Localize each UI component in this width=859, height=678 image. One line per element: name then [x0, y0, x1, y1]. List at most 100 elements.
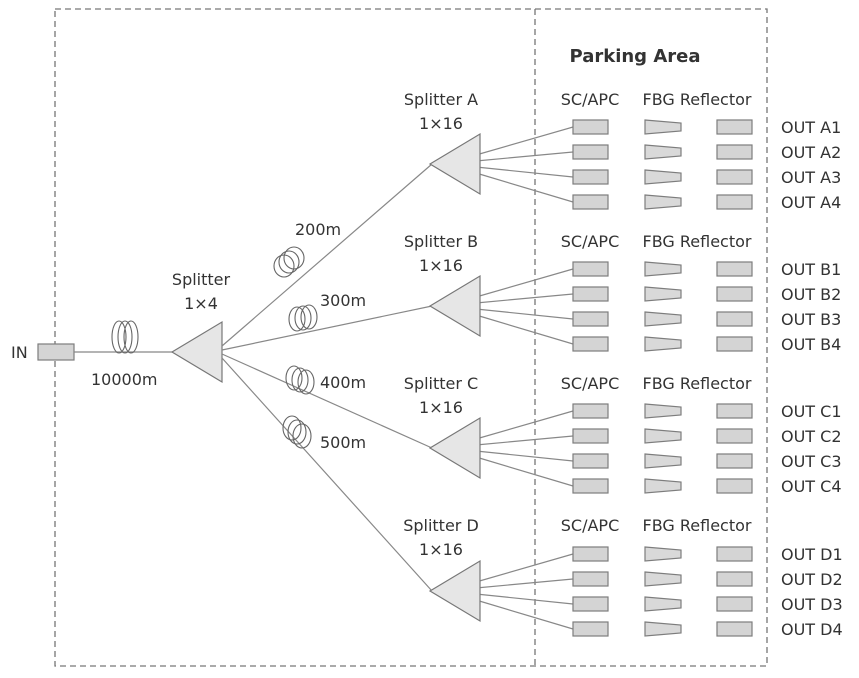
output-fiber-d1 — [475, 553, 574, 583]
branch-distance-c: 400m — [320, 373, 366, 392]
output-fiber-d2 — [475, 578, 574, 589]
splitter-triangle-d — [428, 559, 481, 623]
sc-apc-connector-a3[interactable] — [572, 169, 609, 185]
output-label-b1: OUT B1 — [781, 260, 841, 279]
splitter-triangle-a — [428, 132, 481, 196]
output-label-c4: OUT C4 — [781, 477, 842, 496]
sc-apc-connector-d1[interactable] — [572, 546, 609, 562]
branch-fiber-b — [221, 305, 433, 351]
sc-apc-connector-c2[interactable] — [572, 428, 609, 444]
fbg-taper-d4 — [644, 621, 682, 637]
main-splitter-ratio: 1×4 — [184, 294, 218, 313]
output-label-b2: OUT B2 — [781, 285, 841, 304]
output-fiber-b1 — [475, 268, 574, 298]
fbg-taper-b4 — [644, 336, 682, 352]
sc-apc-connector-a2[interactable] — [572, 144, 609, 160]
diagram-border — [54, 8, 768, 667]
fbg-reflector-a3[interactable] — [716, 169, 753, 185]
branch-distance-a: 200m — [295, 220, 341, 239]
main-splitter-name: Splitter — [172, 270, 231, 289]
output-label-a2: OUT A2 — [781, 143, 841, 162]
sc-apc-connector-a4[interactable] — [572, 194, 609, 210]
output-label-a3: OUT A3 — [781, 168, 841, 187]
fbg-reflector-b2[interactable] — [716, 286, 753, 302]
fbg-reflector-d3[interactable] — [716, 596, 753, 612]
output-fiber-d4 — [475, 599, 574, 630]
sc-apc-connector-d2[interactable] — [572, 571, 609, 587]
sc-apc-connector-c3[interactable] — [572, 453, 609, 469]
fbg-taper-a2 — [644, 144, 682, 160]
output-label-c2: OUT C2 — [781, 427, 842, 446]
output-fiber-c3 — [475, 450, 574, 462]
fbg-taper-a3 — [644, 169, 682, 185]
branch-coil-icon-a — [273, 246, 305, 278]
output-fiber-b2 — [475, 293, 574, 304]
fbg-reflector-a4[interactable] — [716, 194, 753, 210]
fbg-reflector-c4[interactable] — [716, 478, 753, 494]
fbg-taper-c1 — [644, 403, 682, 419]
output-label-d3: OUT D3 — [781, 595, 843, 614]
fbg-reflector-b1[interactable] — [716, 261, 753, 277]
fbg-reflector-d1[interactable] — [716, 546, 753, 562]
input-connector[interactable] — [37, 343, 75, 361]
output-label-d4: OUT D4 — [781, 620, 843, 639]
fbg-reflector-header-d: FBG Reflector — [643, 516, 752, 535]
fbg-taper-c2 — [644, 428, 682, 444]
sc-apc-connector-a1[interactable] — [572, 119, 609, 135]
fbg-taper-b2 — [644, 286, 682, 302]
splitter-ratio-b: 1×16 — [419, 256, 463, 275]
sc-apc-connector-d3[interactable] — [572, 596, 609, 612]
sc-apc-connector-b3[interactable] — [572, 311, 609, 327]
splitter-triangle-c — [428, 416, 481, 480]
branch-coil-icon-b — [288, 304, 318, 332]
splitter-name-a: Splitter A — [404, 90, 478, 109]
sc-apc-connector-c1[interactable] — [572, 403, 609, 419]
output-label-c1: OUT C1 — [781, 402, 842, 421]
output-fiber-a2 — [475, 151, 574, 162]
output-fiber-c2 — [475, 435, 574, 446]
output-fiber-c4 — [475, 456, 574, 487]
fbg-taper-d1 — [644, 546, 682, 562]
fbg-reflector-a1[interactable] — [716, 119, 753, 135]
sc-apc-header-c: SC/APC — [561, 374, 619, 393]
output-label-a4: OUT A4 — [781, 193, 841, 212]
output-label-b3: OUT B3 — [781, 310, 841, 329]
fbg-taper-a4 — [644, 194, 682, 210]
sc-apc-connector-b1[interactable] — [572, 261, 609, 277]
fbg-taper-d2 — [644, 571, 682, 587]
splitter-ratio-a: 1×16 — [419, 114, 463, 133]
splitter-ratio-c: 1×16 — [419, 398, 463, 417]
fbg-taper-b3 — [644, 311, 682, 327]
feeder-coil-icon — [111, 320, 139, 354]
fbg-reflector-d2[interactable] — [716, 571, 753, 587]
fbg-reflector-b3[interactable] — [716, 311, 753, 327]
fbg-taper-c3 — [644, 453, 682, 469]
splitter-ratio-d: 1×16 — [419, 540, 463, 559]
fbg-reflector-a2[interactable] — [716, 144, 753, 160]
sc-apc-header-a: SC/APC — [561, 90, 619, 109]
branch-fiber-d — [221, 357, 433, 592]
fbg-taper-d3 — [644, 596, 682, 612]
branch-fiber-a — [221, 163, 433, 347]
input-label: IN — [11, 343, 28, 362]
sc-apc-connector-b2[interactable] — [572, 286, 609, 302]
splitter-name-c: Splitter C — [404, 374, 478, 393]
sc-apc-connector-d4[interactable] — [572, 621, 609, 637]
fbg-reflector-c1[interactable] — [716, 403, 753, 419]
fbg-reflector-d4[interactable] — [716, 621, 753, 637]
splitter-triangle-b — [428, 274, 481, 338]
fbg-reflector-header-b: FBG Reflector — [643, 232, 752, 251]
sc-apc-connector-b4[interactable] — [572, 336, 609, 352]
fbg-reflector-c2[interactable] — [716, 428, 753, 444]
fbg-reflector-b4[interactable] — [716, 336, 753, 352]
branch-fiber-c — [221, 353, 433, 449]
fbg-taper-c4 — [644, 478, 682, 494]
fbg-reflector-header-a: FBG Reflector — [643, 90, 752, 109]
fbg-reflector-c3[interactable] — [716, 453, 753, 469]
sc-apc-connector-c4[interactable] — [572, 478, 609, 494]
